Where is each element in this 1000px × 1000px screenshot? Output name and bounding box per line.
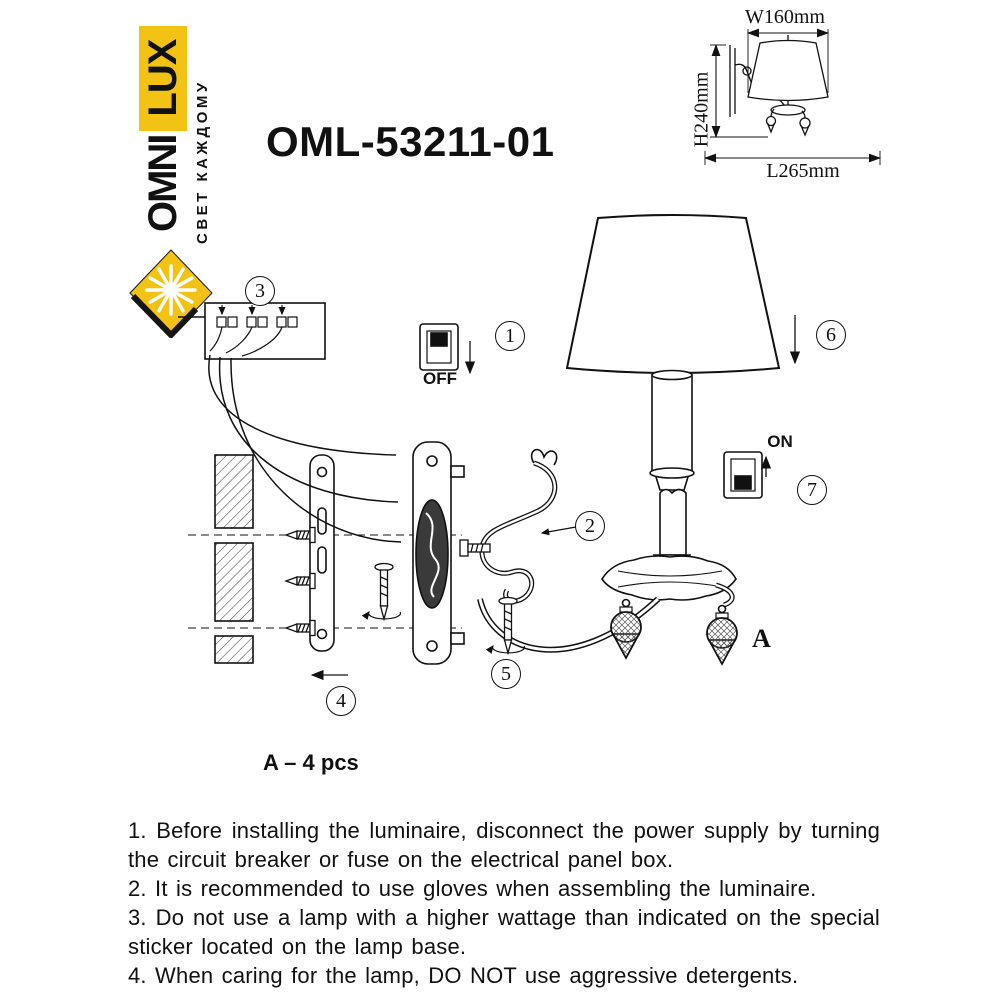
power-switch-off-icon — [419, 323, 459, 371]
instructions-section: 1. Before installing the luminaire, disc… — [128, 816, 880, 990]
lamp-column — [649, 369, 695, 491]
scroll-ornament — [479, 448, 558, 604]
omnilux-logo: OMNI LUX — [138, 14, 188, 232]
canopy-screw — [485, 596, 526, 654]
canopy-leaf-plate — [601, 555, 737, 601]
on-label: ON — [767, 432, 793, 451]
width-dimension-label: W160mm — [745, 6, 825, 28]
brand-lux: LUX — [139, 25, 187, 131]
wall-section — [214, 454, 254, 664]
starburst-diamond-icon — [129, 249, 213, 338]
spec-lampshade — [747, 35, 829, 102]
mounting-plate — [309, 454, 335, 652]
spec-dimension-lines — [703, 28, 882, 165]
instruction-1: 1. Before installing the luminaire, disc… — [128, 818, 880, 872]
crystal-pendant-right — [706, 604, 738, 666]
callout-2: 2 — [575, 511, 605, 541]
callout-6: 6 — [816, 320, 846, 350]
callout-1: 1 — [495, 321, 525, 351]
callout-5: 5 — [491, 659, 521, 689]
height-dimension-label: H240mm — [690, 71, 713, 148]
model-number: OML-53211-01 — [266, 118, 555, 165]
callout-7: 7 — [797, 475, 827, 505]
crystal-pendant-left — [610, 598, 642, 660]
power-wires — [178, 316, 402, 543]
part-a-quantity: A – 4 pcs — [263, 750, 359, 775]
plate-screw — [361, 562, 402, 620]
instruction-3: 3. Do not use a lamp with a higher watta… — [128, 905, 880, 959]
off-label: OFF — [423, 369, 457, 388]
terminal-block — [204, 302, 326, 360]
instruction-4: 4. When caring for the lamp, DO NOT use … — [128, 963, 799, 988]
length-dimension-label: L265mm — [766, 160, 840, 182]
lampshade — [565, 214, 781, 374]
callout2-leader — [540, 526, 577, 536]
callout-4: 4 — [326, 686, 356, 716]
instruction-2: 2. It is recommended to use gloves when … — [128, 876, 817, 901]
set-bolt — [459, 539, 491, 557]
spec-canopy-crystals — [765, 101, 811, 137]
spec-drawing — [703, 28, 882, 165]
callout-3: 3 — [245, 276, 275, 306]
assembly-diagram — [178, 214, 801, 681]
part-a-label: A — [752, 624, 771, 653]
power-switch-on-icon — [723, 451, 763, 499]
wall-backplate — [412, 441, 465, 665]
